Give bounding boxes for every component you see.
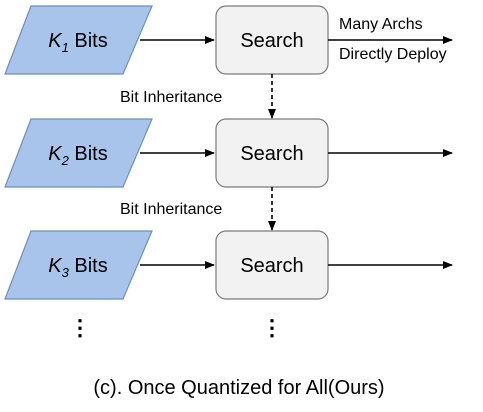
search-label-3: Search xyxy=(240,255,303,277)
bits-parallelogram-2 xyxy=(4,118,153,188)
bits-parallelogram-1 xyxy=(4,5,153,75)
output-note-line-1: Many Archs xyxy=(339,16,423,33)
bits-parallelogram-3 xyxy=(4,230,153,300)
search-label-2: Search xyxy=(240,143,303,165)
search-label-1: Search xyxy=(240,30,303,52)
figure-caption: (c). Once Quantized for All(Ours) xyxy=(93,377,384,399)
bits-label-3: K3 Bits xyxy=(48,255,107,280)
ellipsis-left: ⋮ xyxy=(69,315,91,340)
bits-label-1: K1 Bits xyxy=(48,30,107,55)
inheritance-label-2: Bit Inheritance xyxy=(120,201,222,218)
ellipsis-right: ⋮ xyxy=(261,315,283,340)
bits-label-2: K2 Bits xyxy=(48,143,107,168)
inheritance-label-1: Bit Inheritance xyxy=(120,89,222,106)
output-note-line-2: Directly Deploy xyxy=(339,46,447,63)
